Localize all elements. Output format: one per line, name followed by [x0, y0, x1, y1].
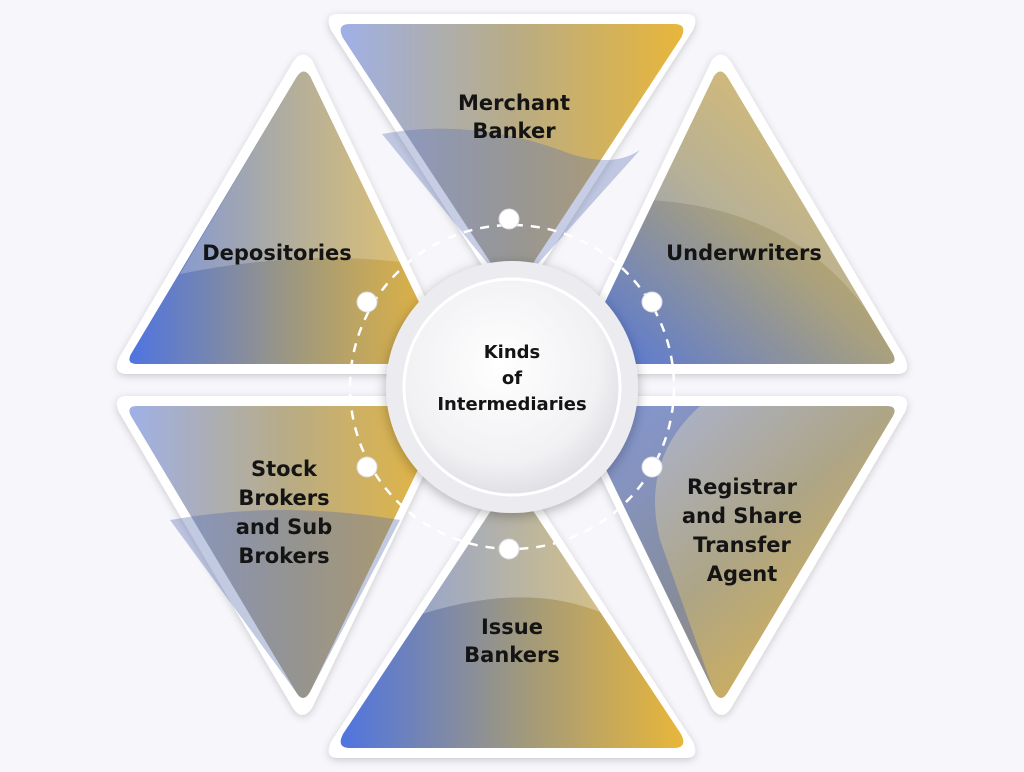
ring-node	[641, 291, 663, 313]
label-line: and Sub	[236, 515, 333, 539]
segment-fill	[129, 71, 447, 365]
label-line: Agent	[707, 562, 778, 586]
ring-node	[641, 456, 663, 478]
segment-shade	[577, 406, 714, 692]
label-line: Issue	[481, 615, 543, 639]
center-line: of	[502, 368, 522, 389]
label-line: Transfer	[693, 533, 791, 557]
segment-fill	[577, 406, 895, 698]
ring-node	[498, 208, 520, 230]
segment-label: Underwriters	[666, 241, 822, 265]
segment-shade	[170, 510, 400, 698]
label-line: Registrar	[687, 475, 798, 499]
label-line: Bankers	[464, 643, 560, 667]
segment-fill	[340, 24, 684, 290]
label-line: Underwriters	[666, 241, 822, 265]
label-line: Banker	[472, 119, 556, 143]
segment-shade	[180, 71, 400, 274]
center-line: Kinds	[484, 342, 541, 363]
label-line: Stock	[251, 457, 318, 481]
segment-shade	[650, 71, 893, 355]
ring-node	[356, 456, 378, 478]
label-line: Brokers	[238, 486, 329, 510]
segment-label: Depositories	[202, 241, 352, 265]
label-line: Depositories	[202, 241, 352, 265]
segment-fill	[129, 406, 447, 698]
segment-fill	[340, 484, 684, 748]
label-line: and Share	[682, 504, 802, 528]
connector-ring	[348, 223, 676, 551]
ring-node	[498, 538, 520, 560]
label-line: Merchant	[458, 91, 570, 115]
segment-fill	[577, 71, 895, 365]
center-inner	[402, 277, 622, 497]
ring-node	[356, 291, 378, 313]
ring-nodes	[356, 208, 663, 560]
label-line: Brokers	[238, 544, 329, 568]
center-line: Intermediaries	[437, 394, 586, 415]
